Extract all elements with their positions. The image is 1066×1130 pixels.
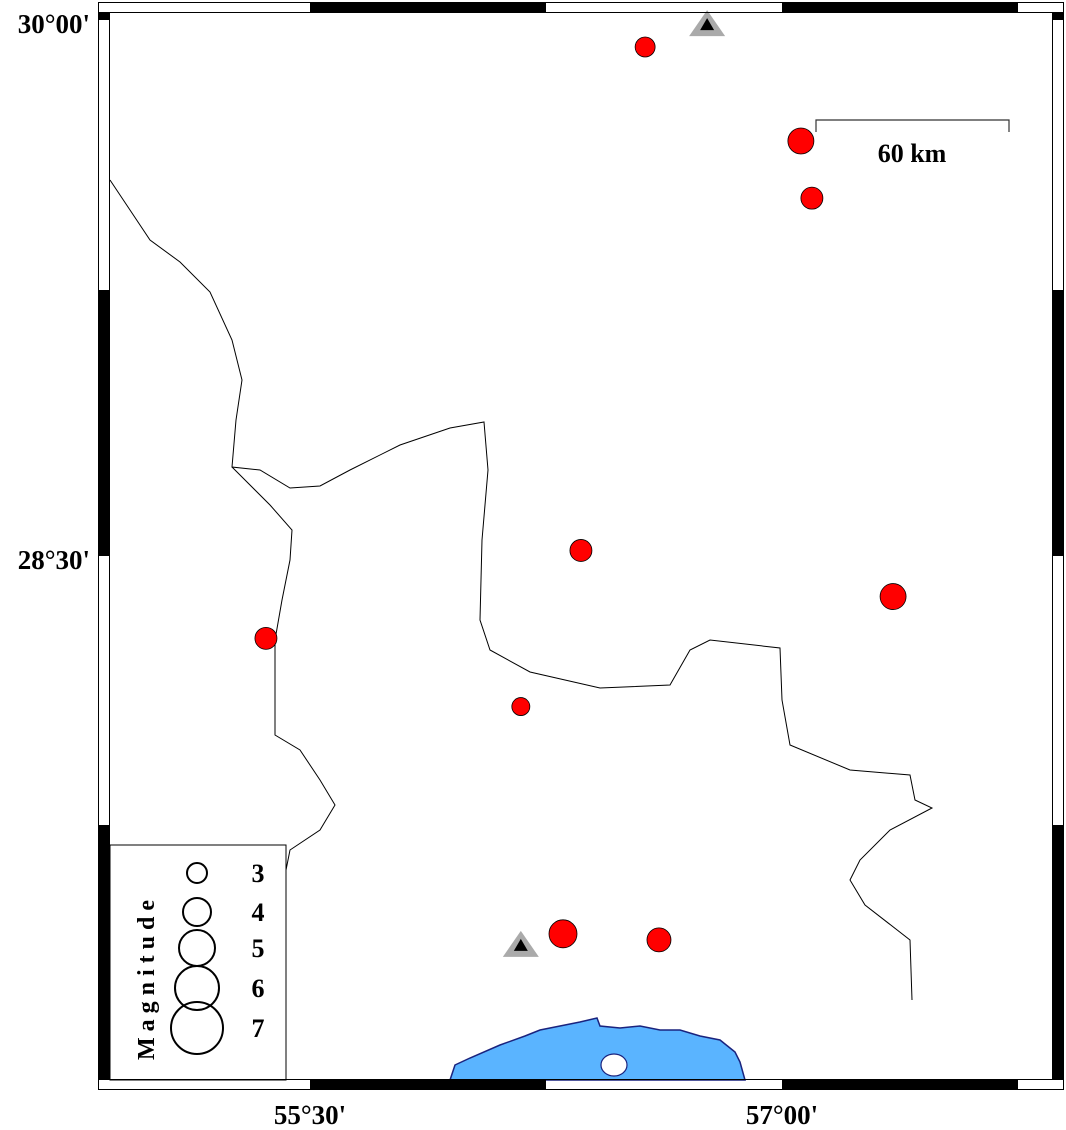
earthquake-event [254, 626, 278, 650]
scale-bar-label: 60 km [878, 139, 947, 168]
earthquake-event [548, 919, 578, 949]
province-boundaries [109, 179, 934, 1001]
station-marker [502, 930, 539, 957]
earthquake-event [800, 186, 824, 210]
latitude-label: 30°00' [18, 9, 90, 39]
events-layer [254, 36, 907, 953]
longitude-label: 55°30' [274, 1100, 346, 1130]
triangle-icon [700, 18, 715, 31]
boundary-line [231, 466, 336, 871]
earthquake-event [879, 583, 907, 610]
latitude-label: 28°30' [18, 545, 90, 575]
magnitude-legend: Magnitude 3 4 5 6 7 [109, 844, 287, 1081]
legend-label: 4 [252, 898, 265, 927]
legend-label: 3 [252, 859, 265, 888]
legend-circle [174, 965, 220, 1011]
boundary-line [109, 179, 934, 1001]
station-marker [689, 10, 726, 37]
longitude-label: 57°00' [746, 1100, 818, 1130]
legend-circle [182, 897, 212, 927]
scale-bar: 60 km [815, 119, 1010, 168]
island [600, 1053, 628, 1077]
legend-label: 6 [252, 974, 265, 1003]
legend-label: 5 [252, 934, 265, 963]
earthquake-event [787, 127, 815, 155]
legend-title: Magnitude [134, 894, 160, 1060]
earthquake-event [634, 36, 656, 58]
earthquake-event [511, 697, 531, 716]
legend-circle [170, 1001, 224, 1055]
map-frame [98, 2, 1064, 1090]
legend-label: 7 [252, 1014, 265, 1043]
earthquake-event [569, 539, 593, 562]
triangle-icon [513, 938, 528, 951]
legend-circle [186, 862, 208, 884]
earthquake-event [646, 927, 672, 953]
stations-layer [502, 10, 726, 957]
sea-polygon [448, 1017, 746, 1081]
